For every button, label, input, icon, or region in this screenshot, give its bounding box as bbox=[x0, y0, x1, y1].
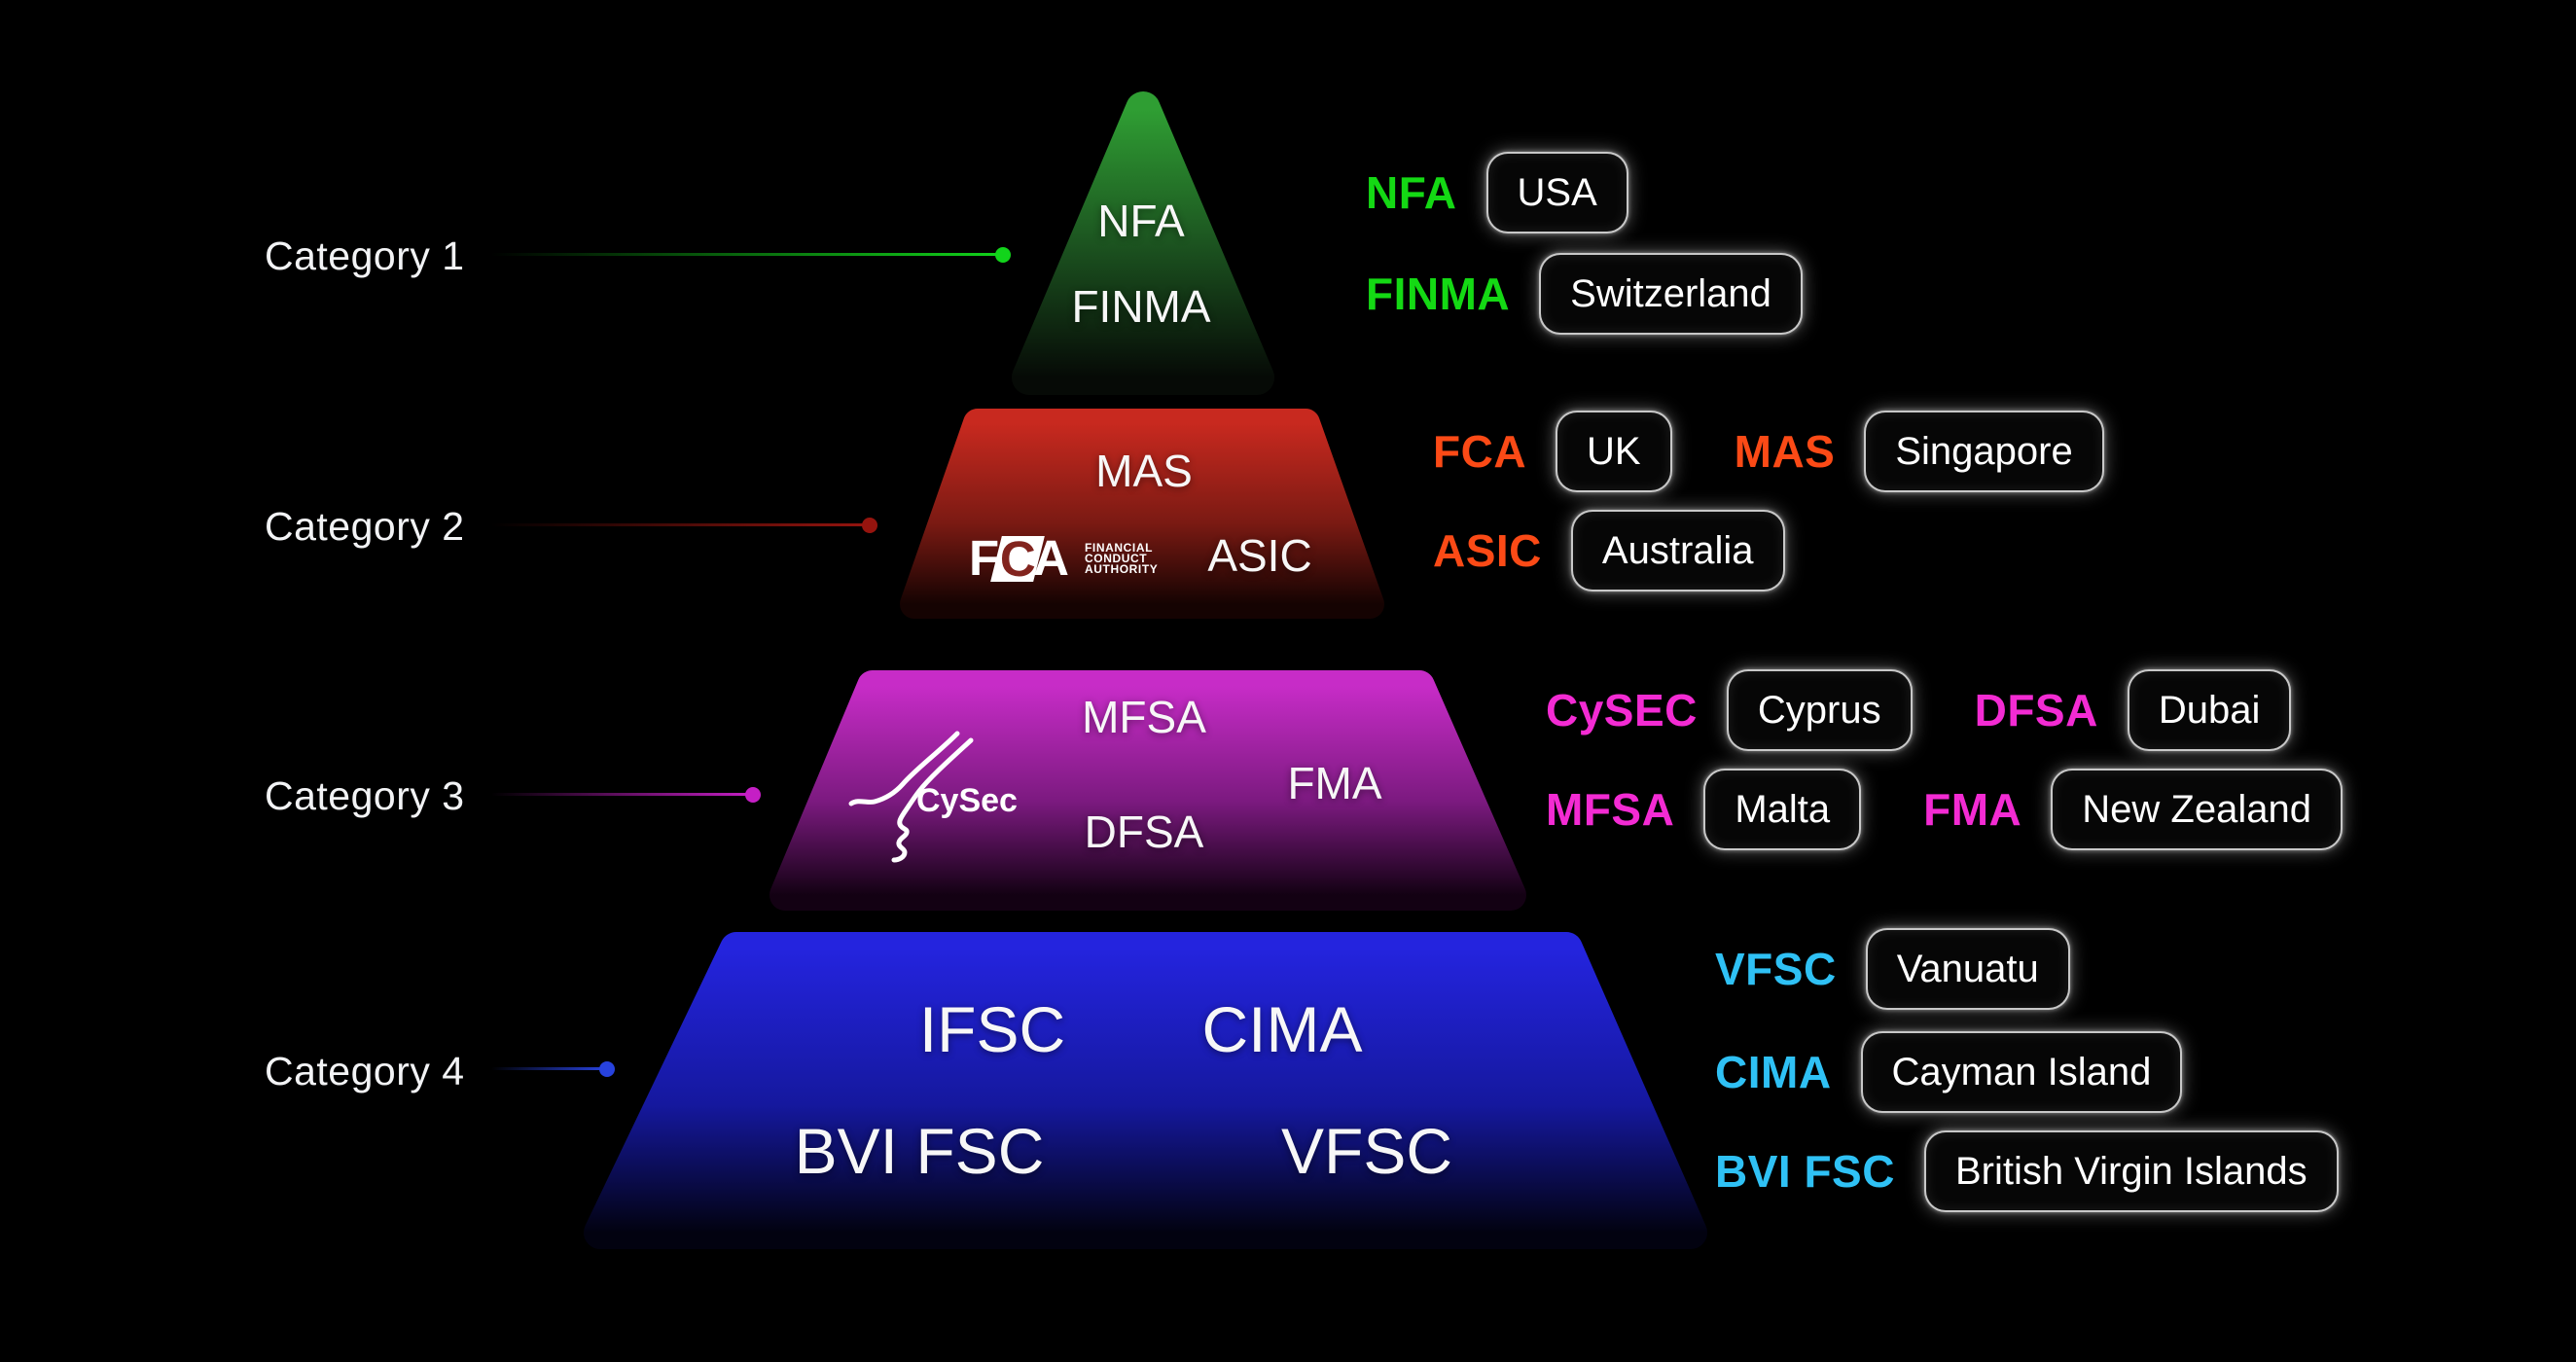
country-badge-uk: UK bbox=[1556, 411, 1672, 492]
entry-row-nfa-usa: NFA USA bbox=[1366, 152, 1628, 233]
country-badge-australia: Australia bbox=[1570, 510, 1785, 591]
pyramid-label-ifsc: IFSC bbox=[918, 993, 1066, 1065]
category-2-trapezoid bbox=[900, 409, 1384, 619]
fca-logo-wordmark: FINANCIAL CONDUCT AUTHORITY bbox=[1085, 540, 1159, 576]
fca-wordmark-line2: CONDUCT bbox=[1085, 551, 1148, 565]
entry-row-cima-caymanisland: CIMA Cayman Island bbox=[1715, 1031, 2183, 1113]
regulator-abbr-mas: MAS bbox=[1734, 426, 1836, 477]
regulator-abbr-vfsc: VFSC bbox=[1715, 944, 1837, 994]
category-4-connector-dot bbox=[599, 1060, 615, 1077]
fca-wordmark-line1: FINANCIAL bbox=[1085, 540, 1154, 555]
fca-wordmark-line3: AUTHORITY bbox=[1085, 561, 1159, 576]
pyramid-label-bvifsc: BVI FSC bbox=[794, 1115, 1045, 1187]
regulator-abbr-cysec: CySEC bbox=[1546, 685, 1698, 735]
regulator-abbr-nfa: NFA bbox=[1366, 167, 1457, 218]
regulator-abbr-fca: FCA bbox=[1433, 426, 1527, 477]
cysec-logo-face-curve bbox=[891, 737, 974, 863]
country-badge-switzerland: Switzerland bbox=[1539, 253, 1803, 335]
category-4-label: Category 4 bbox=[265, 1049, 465, 1093]
entry-row-mfsa-malta-fma-newzealand: MFSA Malta FMA New Zealand bbox=[1546, 769, 2343, 850]
cysec-logo-back-curve bbox=[848, 731, 960, 806]
country-badge-vanuatu: Vanuatu bbox=[1865, 928, 2070, 1010]
regulator-abbr-bvifsc: BVI FSC bbox=[1715, 1146, 1895, 1197]
pyramid-label-mfsa: MFSA bbox=[1082, 692, 1206, 742]
cysec-logo: CySec bbox=[848, 731, 1018, 863]
entry-row-cysec-cyprus-dfsa-dubai: CySEC Cyprus DFSA Dubai bbox=[1546, 669, 2292, 751]
pyramid-label-dfsa: DFSA bbox=[1084, 806, 1204, 857]
pyramid-label-asic: ASIC bbox=[1207, 530, 1312, 581]
category-2-connector-dot bbox=[862, 517, 877, 533]
category-3-connector-line bbox=[491, 786, 761, 803]
category-1-connector-line bbox=[491, 246, 1011, 263]
regulator-abbr-dfsa: DFSA bbox=[1974, 685, 2098, 735]
regulator-abbr-cima: CIMA bbox=[1715, 1047, 1832, 1097]
pyramid-label-fma: FMA bbox=[1287, 758, 1382, 808]
country-badge-dubai: Dubai bbox=[2127, 669, 2292, 751]
category-4-trapezoid bbox=[584, 932, 1707, 1249]
country-badge-caymanisland: Cayman Island bbox=[1860, 1031, 2183, 1113]
fca-logo-letter-c: C bbox=[999, 530, 1036, 586]
category-3-label: Category 3 bbox=[265, 773, 465, 818]
regulator-abbr-finma: FINMA bbox=[1366, 269, 1511, 319]
country-badge-singapore: Singapore bbox=[1864, 411, 2104, 492]
pyramid-label-nfa: NFA bbox=[1097, 196, 1185, 246]
country-badge-malta: Malta bbox=[1703, 769, 1862, 850]
category-3-trapezoid bbox=[769, 670, 1526, 911]
fca-logo: F C A FINANCIAL CONDUCT AUTHORITY bbox=[969, 530, 1159, 586]
category-1-label: Category 1 bbox=[265, 233, 465, 278]
pyramid-label-mas: MAS bbox=[1095, 446, 1193, 496]
country-badge-usa: USA bbox=[1485, 152, 1628, 233]
category-2-connector-line bbox=[491, 517, 877, 533]
regulator-abbr-mfsa: MFSA bbox=[1546, 784, 1675, 835]
country-badge-newzealand: New Zealand bbox=[2051, 769, 2343, 850]
entry-row-bvifsc-britishvirginislands: BVI FSC British Virgin Islands bbox=[1715, 1130, 2339, 1212]
category-1-triangle bbox=[1012, 91, 1274, 395]
regulator-abbr-fma: FMA bbox=[1923, 784, 2022, 835]
category-3-connector-dot bbox=[745, 786, 761, 803]
entry-row-fca-uk-mas-singapore: FCA UK MAS Singapore bbox=[1433, 411, 2104, 492]
category-4-connector-line bbox=[491, 1060, 615, 1077]
country-badge-cyprus: Cyprus bbox=[1726, 669, 1913, 751]
entry-row-vfsc-vanuatu: VFSC Vanuatu bbox=[1715, 928, 2070, 1010]
pyramid-label-vfsc: VFSC bbox=[1280, 1115, 1453, 1187]
category-1-connector-dot bbox=[995, 246, 1011, 263]
entry-row-finma-switzerland: FINMA Switzerland bbox=[1366, 253, 1803, 335]
country-badge-britishvirginislands: British Virgin Islands bbox=[1923, 1130, 2339, 1212]
category-2-label: Category 2 bbox=[265, 504, 465, 549]
regulator-abbr-asic: ASIC bbox=[1433, 525, 1542, 576]
pyramid-label-cima: CIMA bbox=[1201, 993, 1363, 1065]
pyramid-label-finma: FINMA bbox=[1071, 281, 1211, 332]
entry-row-asic-australia: ASIC Australia bbox=[1433, 510, 1785, 591]
cysec-logo-text: CySec bbox=[916, 782, 1018, 819]
